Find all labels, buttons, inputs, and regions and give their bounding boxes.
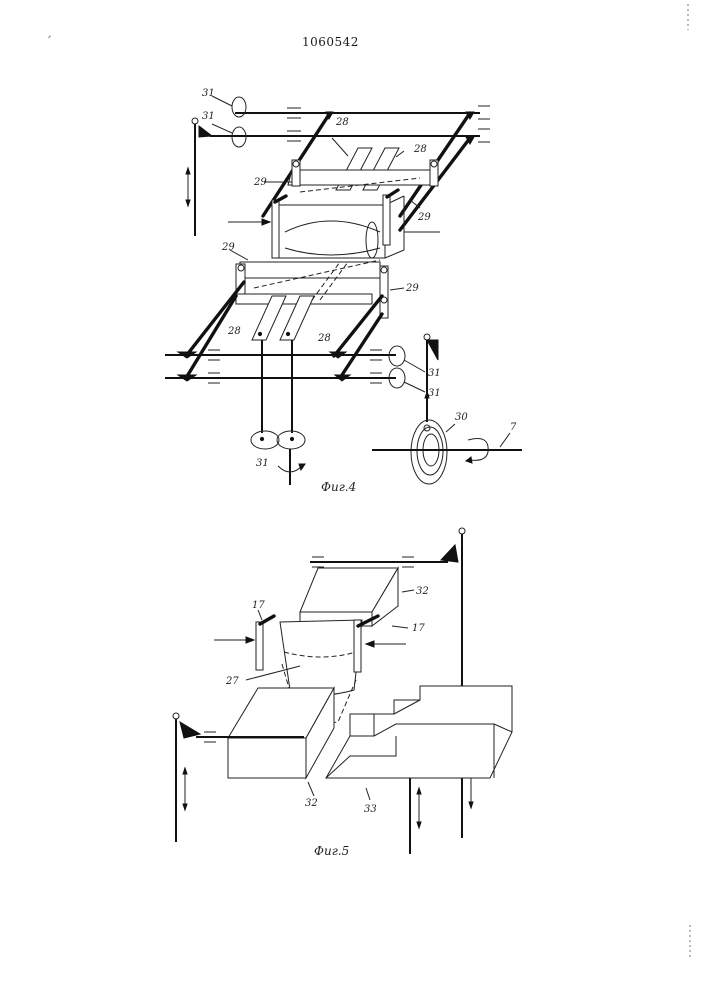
label-31-d: 31	[428, 388, 441, 399]
label-28-a: 28	[335, 117, 349, 128]
label-28-b: 28	[413, 144, 427, 155]
block-32-upper	[300, 568, 398, 626]
jaw-29-lower	[236, 260, 388, 318]
label-31-c: 31	[428, 368, 441, 379]
workpiece-body	[278, 196, 440, 258]
arrow-force-fig4	[228, 219, 270, 225]
pivot-lever-right	[427, 340, 438, 360]
label-32-a: 32	[416, 586, 429, 597]
caption-fig5: Фиг.5	[314, 844, 349, 858]
clamp-17-right	[354, 620, 361, 672]
clamp-right	[383, 195, 390, 245]
pivot-fig5-right	[459, 528, 465, 534]
label-17-b: 17	[412, 623, 425, 634]
label-31-b: 31	[202, 111, 215, 122]
bearing-top-fig5	[312, 545, 458, 567]
block-32-lower	[228, 688, 334, 778]
pivot-top-left	[192, 118, 198, 124]
frame-diagonal-5	[186, 296, 236, 378]
clamp-left	[272, 200, 279, 258]
label-31-e: 31	[256, 458, 269, 469]
pivot-lever-top-left	[199, 126, 212, 137]
arrow-updown-fig4	[186, 168, 190, 206]
arrow-updown-fig5-left	[183, 768, 187, 810]
arrow-updown-fig5-center	[417, 788, 421, 828]
label-29-d: 29	[405, 283, 419, 294]
label-29-a: 29	[253, 177, 267, 188]
label-27: 27	[225, 676, 239, 687]
label-7: 7	[510, 422, 517, 433]
pivot-right	[424, 334, 430, 340]
label-28-c: 28	[227, 326, 241, 337]
cams-31-bottom	[251, 431, 305, 449]
caption-fig4: Фиг.4	[321, 480, 356, 494]
figure-4: 31 31	[165, 88, 522, 494]
pivot-fig5-left	[173, 713, 179, 719]
label-29-c: 29	[221, 242, 235, 253]
arrow-force-fig5-right	[366, 641, 406, 647]
label-30: 30	[455, 412, 468, 423]
label-17-a: 17	[252, 600, 265, 611]
label-28-d: 28	[317, 333, 331, 344]
figure-5: 32 27 17 17	[173, 528, 512, 858]
stepped-block-33	[326, 686, 512, 778]
label-31-a: 31	[202, 88, 215, 99]
label-32-b: 32	[305, 798, 318, 809]
margin-marks	[688, 4, 690, 960]
clamp-17-left	[256, 622, 263, 670]
frame-diagonal-4	[186, 282, 244, 356]
cam-30	[411, 420, 447, 484]
arrow-force-fig5-left	[214, 637, 254, 643]
label-33: 33	[364, 804, 377, 815]
label-29-b: 29	[417, 212, 431, 223]
